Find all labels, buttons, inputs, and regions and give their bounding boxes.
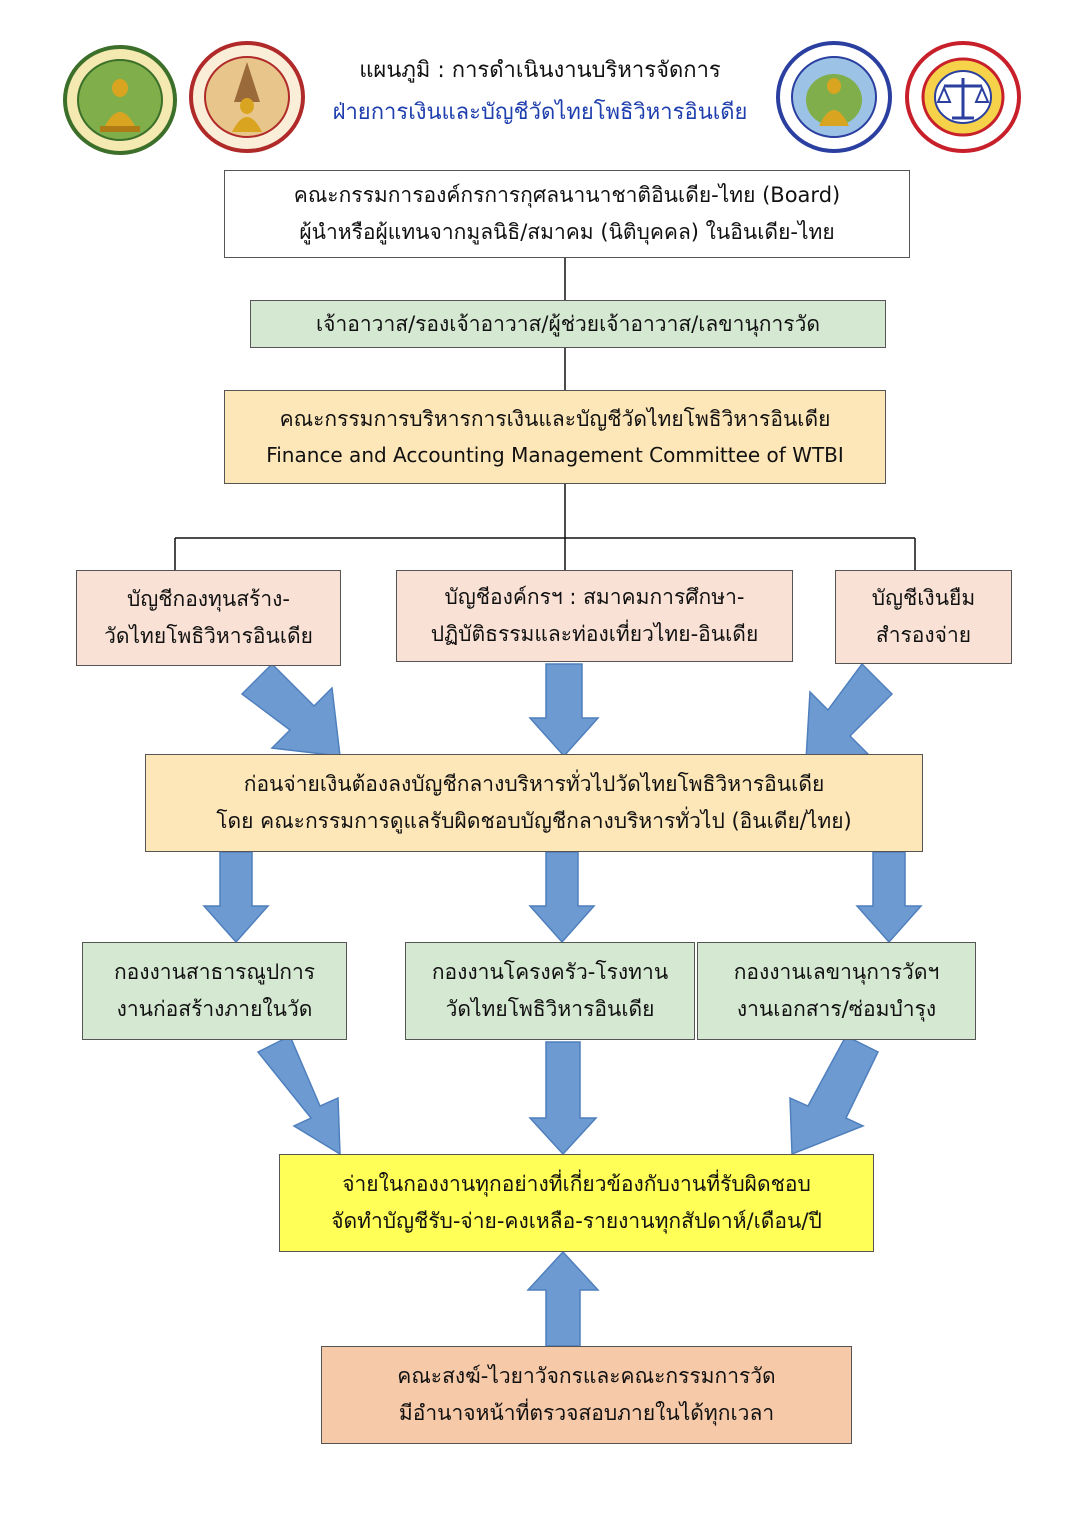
- account-fund-node: บัญชีกองทุนสร้าง- วัดไทยโพธิวิหารอินเดีย: [76, 570, 341, 666]
- committee-node-line2: Finance and Accounting Management Commit…: [266, 442, 844, 467]
- meditation-centre-seal-icon: [189, 41, 305, 153]
- board-node-line1: คณะกรรมการองค์กรการกุศลนานาชาติอินเดีย-ไ…: [293, 183, 841, 208]
- account-fund-line2: วัดไทยโพธิวิหารอินเดีย: [104, 624, 313, 648]
- arrow-loan-to-central: [805, 662, 894, 761]
- dept-public-node: กองงานสาธารณูปการ งานก่อสร้างภายในวัด: [82, 942, 347, 1040]
- arrow-central-to-kitchen: [528, 851, 596, 944]
- arrow-kitchen-to-payment: [528, 1041, 598, 1156]
- committee-node: คณะกรรมการบริหารการเงินและบัญชีวัดไทยโพธ…: [224, 390, 886, 484]
- arrow-secretary-to-payment: [789, 1035, 879, 1156]
- arrow-central-to-public: [202, 851, 270, 944]
- dept-public-line2: งานก่อสร้างภายในวัด: [116, 997, 313, 1021]
- arrow-fund-to-central: [240, 662, 341, 757]
- account-org-line1: บัญชีองค์กรฯ : สมาคมการศึกษา-: [444, 585, 745, 610]
- audit-node: คณะสงฆ์-ไวยาวัจกรและคณะกรรมการวัด มีอำนา…: [321, 1346, 852, 1444]
- scales-of-justice-seal-icon: [905, 41, 1021, 153]
- chart-title-line2: ฝ่ายการเงินและบัญชีวัดไทยโพธิวิหารอินเดี…: [332, 100, 748, 125]
- account-org-node: บัญชีองค์กรฯ : สมาคมการศึกษา- ปฏิบัติธรร…: [396, 570, 793, 662]
- account-loan-node: บัญชีเงินยืม สำรองจ่าย: [835, 570, 1012, 664]
- dept-public-line1: กองงานสาธารณูปการ: [113, 960, 316, 985]
- abbot-node-line1: เจ้าอาวาส/รองเจ้าอาวาส/ผู้ช่วยเจ้าอาวาส/…: [315, 311, 821, 336]
- arrow-org-to-central: [528, 663, 600, 758]
- arrow-central-to-secretary: [855, 851, 923, 944]
- dept-kitchen-node: กองงานโครงครัว-โรงทาน วัดไทยโพธิวิหารอิน…: [405, 942, 695, 1040]
- dept-secretary-node: กองงานเลขานุการวัดฯ งานเอกสาร/ซ่อมบำรุง: [697, 942, 976, 1040]
- dept-secretary-line1: กองงานเลขานุการวัดฯ: [733, 960, 940, 985]
- arrow-audit-to-payment: [526, 1250, 600, 1347]
- dept-kitchen-line1: กองงานโครงครัว-โรงทาน: [431, 960, 669, 985]
- board-node: คณะกรรมการองค์กรการกุศลนานาชาติอินเดีย-ไ…: [224, 170, 910, 258]
- central-account-line1: ก่อนจ่ายเงินต้องลงบัญชีกลางบริหารทั่วไปว…: [243, 772, 825, 797]
- arrow-public-to-payment: [256, 1034, 341, 1156]
- dept-kitchen-line2: วัดไทยโพธิวิหารอินเดีย: [445, 997, 655, 1021]
- account-loan-line2: สำรองจ่าย: [875, 623, 972, 647]
- board-node-line2: ผู้นำหรือผู้แทนจากมูลนิธิ/สมาคม (นิติบุค…: [299, 220, 835, 244]
- dept-secretary-line2: งานเอกสาร/ซ่อมบำรุง: [736, 997, 937, 1021]
- payment-node: จ่ายในกองงานทุกอย่างที่เกี่ยวข้องกับงานท…: [279, 1154, 874, 1252]
- payment-line1: จ่ายในกองงานทุกอย่างที่เกี่ยวข้องกับงานท…: [342, 1172, 811, 1197]
- audit-line1: คณะสงฆ์-ไวยาวัจกรและคณะกรรมการวัด: [397, 1364, 776, 1389]
- payment-line2: จัดทำบัญชีรับ-จ่าย-คงเหลือ-รายงานทุกสัปด…: [331, 1209, 822, 1233]
- chart-title-line1: แผนภูมิ : การดำเนินงานบริหารจัดการ: [359, 58, 721, 83]
- abbot-node: เจ้าอาวาส/รองเจ้าอาวาส/ผู้ช่วยเจ้าอาวาส/…: [250, 300, 886, 348]
- account-org-line2: ปฏิบัติธรรมและท่องเที่ยวไทย-อินเดีย: [430, 622, 759, 646]
- account-loan-line1: บัญชีเงินยืม: [871, 586, 976, 611]
- central-account-line2: โดย คณะกรรมการดูแลรับผิดชอบบัญชีกลางบริห…: [216, 809, 852, 833]
- buddha-seal-icon: [63, 45, 177, 155]
- audit-line2: มีอำนาจหน้าที่ตรวจสอบภายในได้ทุกเวลา: [398, 1401, 775, 1425]
- account-fund-line1: บัญชีกองทุนสร้าง-: [127, 587, 290, 612]
- committee-node-line1: คณะกรรมการบริหารการเงินและบัญชีวัดไทยโพธ…: [279, 407, 831, 432]
- central-account-node: ก่อนจ่ายเงินต้องลงบัญชีกลางบริหารทั่วไปว…: [145, 754, 923, 852]
- education-association-seal-icon: [776, 41, 892, 153]
